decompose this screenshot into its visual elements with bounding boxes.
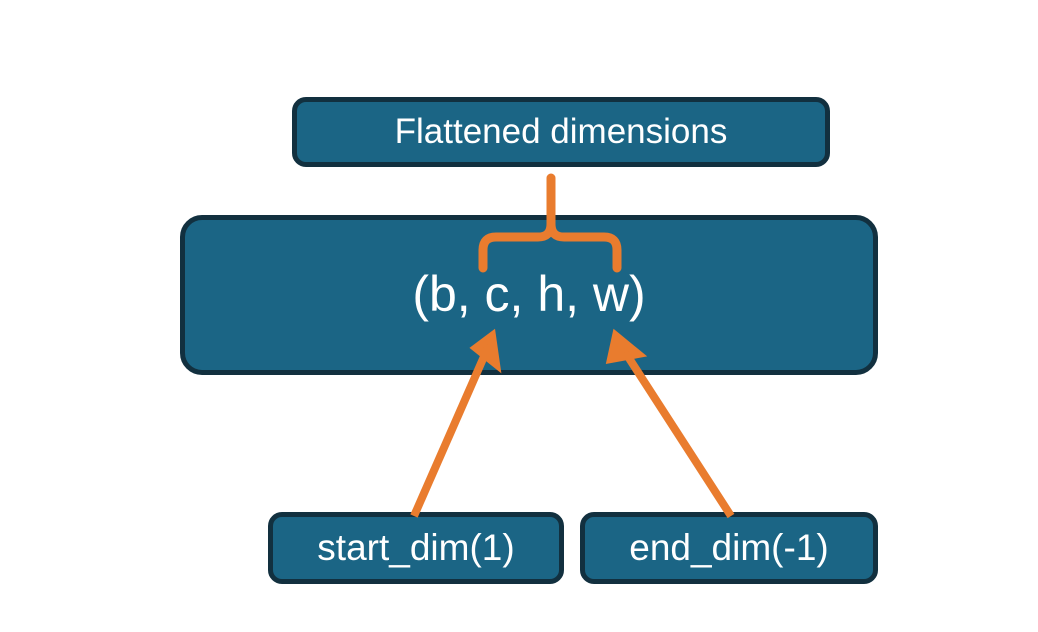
node-tensor-shape-label: (b, c, h, w) [412, 266, 646, 322]
node-end-dim[interactable]: end_dim(-1) [580, 512, 878, 584]
node-flattened-dimensions[interactable]: Flattened dimensions [292, 97, 830, 167]
node-end-dim-label: end_dim(-1) [629, 526, 829, 568]
node-start-dim-label: start_dim(1) [317, 526, 515, 568]
node-tensor-shape[interactable]: (b, c, h, w) [180, 215, 878, 375]
node-start-dim[interactable]: start_dim(1) [268, 512, 564, 584]
node-flattened-dimensions-label: Flattened dimensions [394, 111, 728, 151]
